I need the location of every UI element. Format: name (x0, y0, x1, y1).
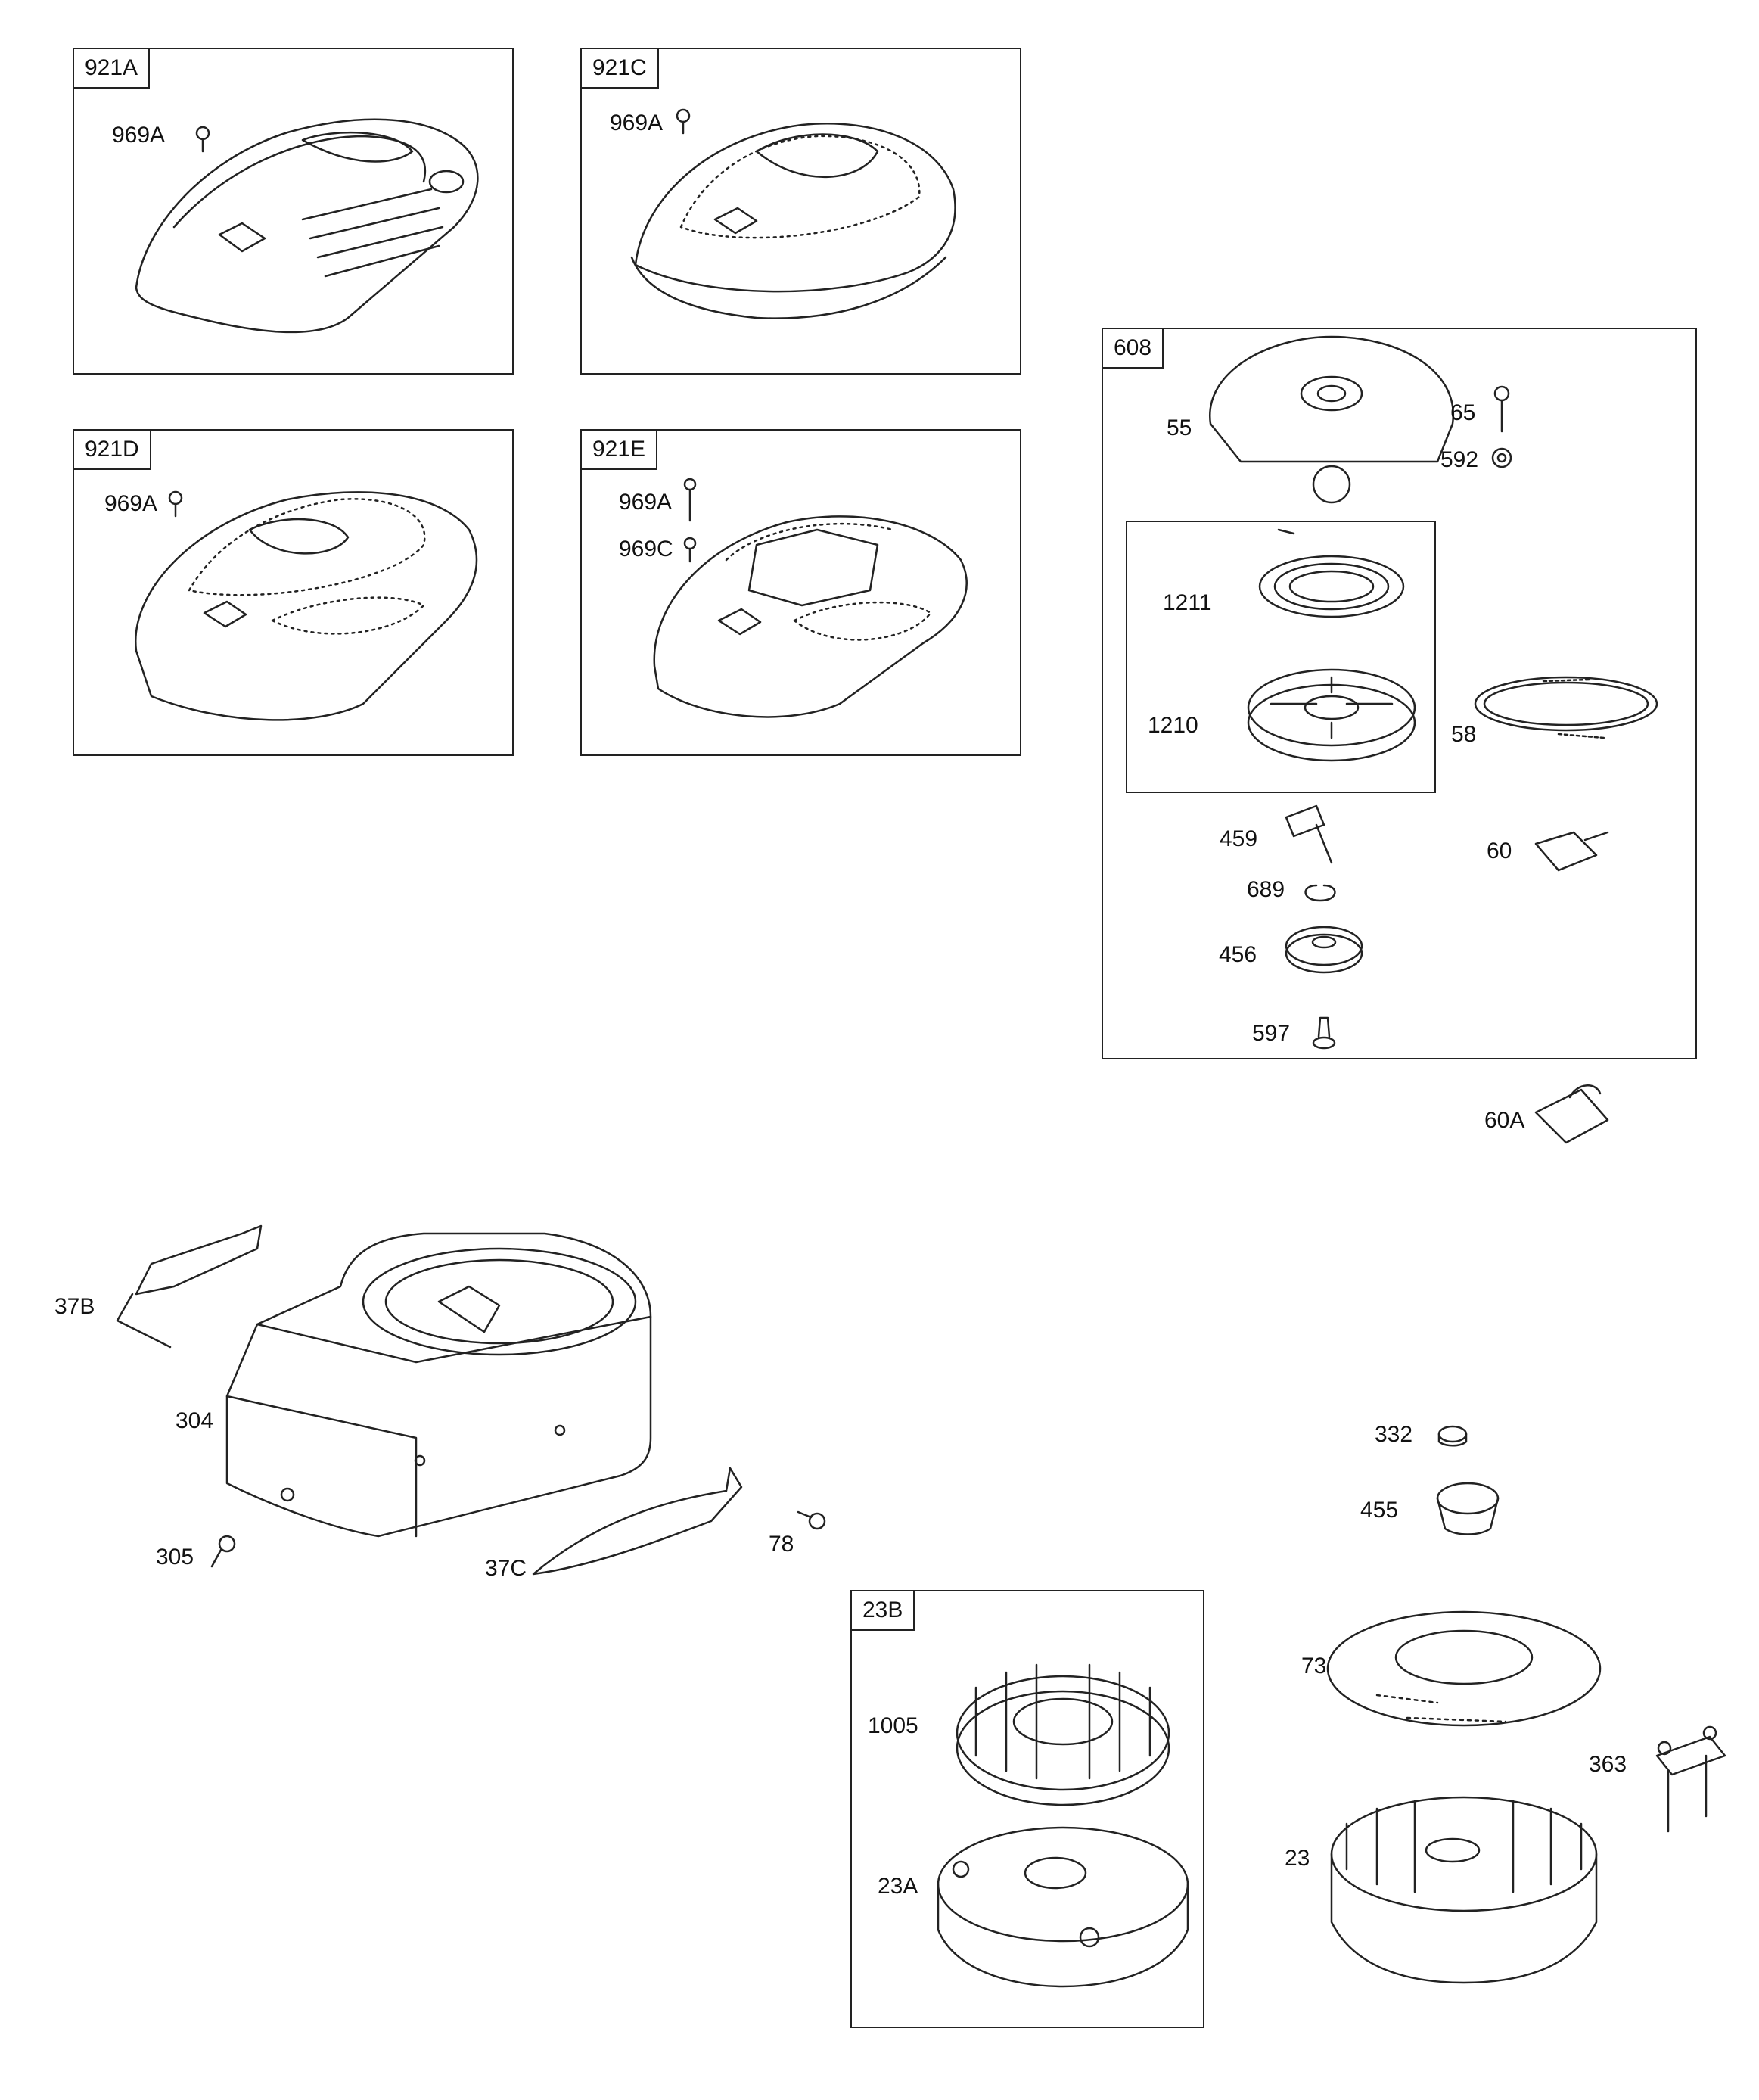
nut-332 (1437, 1425, 1468, 1447)
group-label: 23B (852, 1591, 915, 1631)
group-box-921c: 921C (580, 48, 1021, 375)
group-label: 921E (582, 431, 658, 470)
callout-363: 363 (1589, 1752, 1627, 1777)
starter-dog (1285, 804, 1333, 864)
flywheel-23 (1330, 1796, 1598, 1984)
callout-23: 23 (1285, 1846, 1310, 1871)
blower-housing (225, 1232, 652, 1538)
air-guide-37c (532, 1467, 743, 1576)
callout-455: 455 (1360, 1498, 1399, 1523)
callout-1211: 1211 (1163, 590, 1212, 615)
callout-37c: 37C (485, 1556, 527, 1581)
callout-456: 456 (1219, 942, 1257, 967)
starter-handle-60a (1534, 1084, 1609, 1144)
starter-cup-455 (1436, 1482, 1500, 1535)
callout-592: 592 (1440, 447, 1479, 472)
callout-37b: 37B (54, 1294, 95, 1319)
callout-969a: 969A (104, 491, 158, 516)
group-box-921d: 921D (73, 429, 514, 756)
callout-78: 78 (769, 1532, 794, 1557)
group-box-23b: 23B (850, 1590, 1204, 2028)
retainer-clip (1304, 884, 1336, 902)
blower-cover-921e (653, 478, 968, 718)
armature-363 (1655, 1725, 1726, 1833)
callout-969c: 969C (619, 537, 673, 562)
group-box-921e: 921E (580, 429, 1021, 756)
air-guide-37b (116, 1224, 263, 1349)
group-label: 921D (74, 431, 151, 470)
callout-65: 65 (1450, 400, 1476, 425)
callout-304: 304 (176, 1408, 214, 1433)
group-label: 608 (1103, 329, 1164, 369)
starter-pulley (1247, 668, 1416, 762)
starter-screw (1312, 1016, 1336, 1050)
callout-305: 305 (156, 1545, 194, 1570)
spring-subgroup-box (1126, 521, 1436, 793)
starter-rope (1474, 676, 1658, 739)
blower-cover-921c (630, 108, 956, 319)
screen-73 (1326, 1610, 1602, 1727)
group-label: 921A (74, 49, 151, 89)
callout-73: 73 (1301, 1654, 1327, 1678)
callout-969a: 969A (112, 123, 166, 148)
callout-459: 459 (1220, 826, 1258, 851)
group-label: 921C (582, 49, 659, 89)
callout-60a: 60A (1484, 1108, 1525, 1133)
rewind-starter-housing (1209, 335, 1512, 504)
blower-cover-921d (134, 490, 478, 721)
blower-cover-921a (135, 118, 479, 334)
callout-597: 597 (1252, 1021, 1291, 1046)
callout-1210: 1210 (1148, 713, 1198, 738)
callout-969a: 969A (619, 490, 673, 515)
starter-handle (1534, 831, 1609, 872)
callout-969a: 969A (610, 110, 664, 135)
flywheel-23a (937, 1826, 1189, 1988)
callout-1005: 1005 (868, 1713, 918, 1738)
fan-1005 (956, 1663, 1170, 1806)
screw-305 (210, 1535, 236, 1568)
callout-332: 332 (1375, 1422, 1413, 1447)
rewind-spring (1258, 528, 1405, 618)
callout-689: 689 (1247, 877, 1285, 902)
group-box-921a: 921A (73, 48, 514, 375)
callout-55: 55 (1167, 415, 1192, 440)
screw-78 (797, 1510, 826, 1530)
callout-58: 58 (1451, 722, 1477, 747)
callout-60: 60 (1487, 838, 1512, 863)
ratchet (1285, 926, 1363, 974)
callout-23a: 23A (878, 1874, 918, 1899)
group-box-608: 608 (1102, 328, 1697, 1059)
